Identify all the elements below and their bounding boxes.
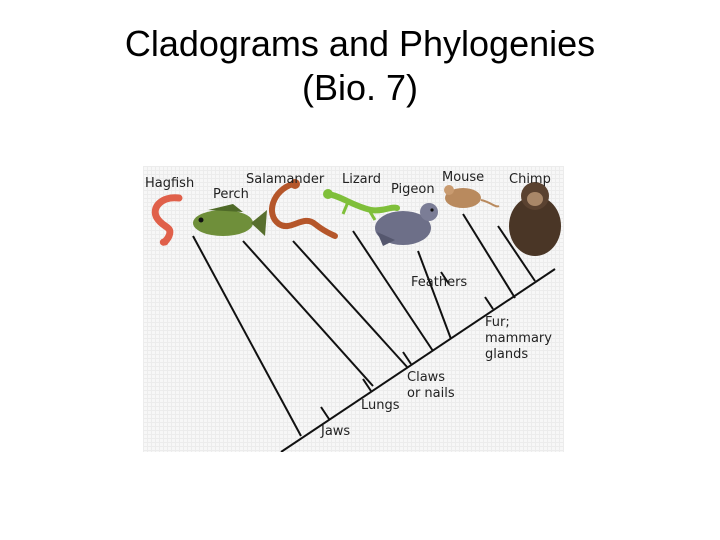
cladogram-svg: Hagfish Perch Salamander Lizard Pigeon M… — [145, 170, 561, 452]
slide-title: Cladograms and Phylogenies (Bio. 7) — [0, 22, 720, 110]
main-lineage-line — [280, 268, 556, 452]
perch-illustration — [193, 204, 267, 236]
hagfish-illustration — [151, 194, 183, 246]
label-jaws: Jaws — [320, 424, 350, 439]
branch-mouse — [462, 213, 516, 299]
label-lizard: Lizard — [342, 172, 381, 187]
label-feathers: Feathers — [411, 275, 467, 290]
tick-fur — [484, 296, 494, 310]
mouse-illustration — [444, 185, 500, 208]
title-line-1: Cladograms and Phylogenies — [124, 23, 596, 64]
label-salamander: Salamander — [246, 172, 325, 187]
label-pigeon: Pigeon — [391, 182, 435, 197]
branch-lizard — [352, 230, 434, 352]
branch-perch — [242, 240, 374, 387]
branch-chimp — [497, 225, 536, 282]
label-hagfish: Hagfish — [145, 176, 194, 191]
title-line-2: (Bio. 7) — [301, 67, 419, 108]
label-lungs: Lungs — [361, 398, 400, 413]
branch-hagfish — [192, 235, 302, 437]
tick-feathers — [440, 271, 450, 285]
branch-pigeon — [417, 250, 452, 340]
salamander-illustration — [269, 179, 338, 239]
label-fur-3: glands — [485, 347, 528, 362]
label-mouse: Mouse — [442, 170, 484, 185]
label-chimp: Chimp — [509, 172, 551, 187]
chimp-illustration — [509, 182, 561, 256]
tick-lungs — [362, 378, 372, 392]
pigeon-illustration — [375, 203, 438, 246]
label-fur-2: mammary — [485, 331, 552, 346]
label-fur-1: Fur; — [485, 315, 510, 330]
cladogram-figure: Hagfish Perch Salamander Lizard Pigeon M… — [143, 166, 564, 452]
branch-salamander — [292, 240, 409, 369]
label-perch: Perch — [213, 187, 249, 202]
lizard-illustration — [323, 189, 400, 221]
label-claws-1: Claws — [407, 370, 445, 385]
tick-jaws — [320, 406, 330, 420]
tick-claws — [402, 351, 412, 365]
label-claws-2: or nails — [407, 386, 455, 401]
